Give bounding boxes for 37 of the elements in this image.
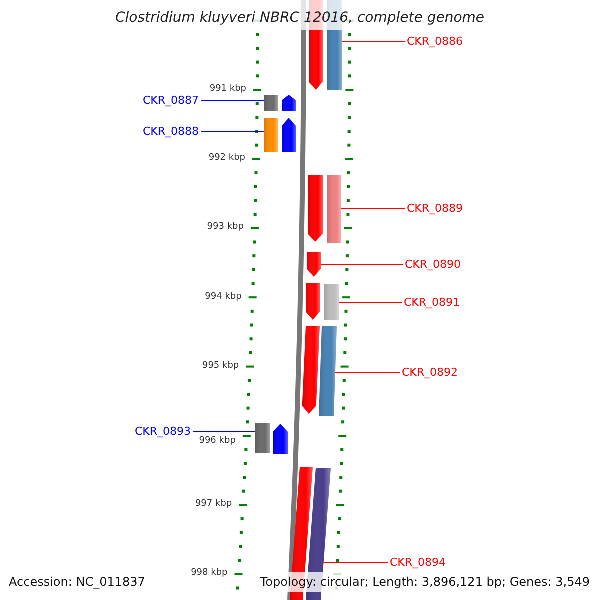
scale-label: 996 kbp	[199, 436, 236, 447]
gene-label: CKR_0890	[405, 258, 462, 272]
gene-feature	[307, 252, 321, 277]
gene-bar	[264, 118, 278, 152]
leader-line	[320, 264, 404, 266]
scale-label: 993 kbp	[207, 222, 244, 234]
gene-bar	[324, 284, 339, 320]
gene-label: CKR_0893	[134, 425, 191, 439]
gene-feature	[308, 175, 323, 242]
leader-line	[200, 100, 264, 102]
scale-label: 995 kbp	[202, 360, 240, 372]
gene-feature	[302, 326, 320, 414]
leader-line	[340, 208, 406, 210]
scale-label: 997 kbp	[195, 499, 232, 510]
scale-label: 992 kbp	[208, 153, 246, 164]
leader-line	[334, 372, 400, 374]
gene-feature	[273, 424, 288, 454]
gene-feature	[282, 118, 296, 152]
gene-label: CKR_0894	[390, 556, 446, 570]
gene-label: CKR_0888	[142, 125, 199, 139]
gene-bar	[319, 326, 337, 416]
gene-bar	[327, 175, 341, 243]
gene-label: CKR_0891	[404, 296, 460, 310]
gene-bar	[255, 423, 270, 453]
gene-label: CKR_0889	[407, 202, 464, 216]
accession-note: Accession: NC_011837	[9, 574, 146, 590]
leader-line	[338, 302, 402, 304]
gene-label: CKR_0886	[407, 35, 464, 49]
gene-feature	[306, 283, 320, 320]
gene-label: CKR_0892	[402, 366, 458, 380]
scale-label: 994 kbp	[205, 292, 242, 303]
gene-bar	[264, 95, 278, 111]
scale-label: 991 kbp	[210, 84, 247, 95]
gene-label: CKR_0887	[142, 94, 199, 108]
scale-label: 998 kbp	[191, 568, 228, 580]
gene-feature	[282, 95, 296, 111]
leader-line	[323, 562, 388, 564]
